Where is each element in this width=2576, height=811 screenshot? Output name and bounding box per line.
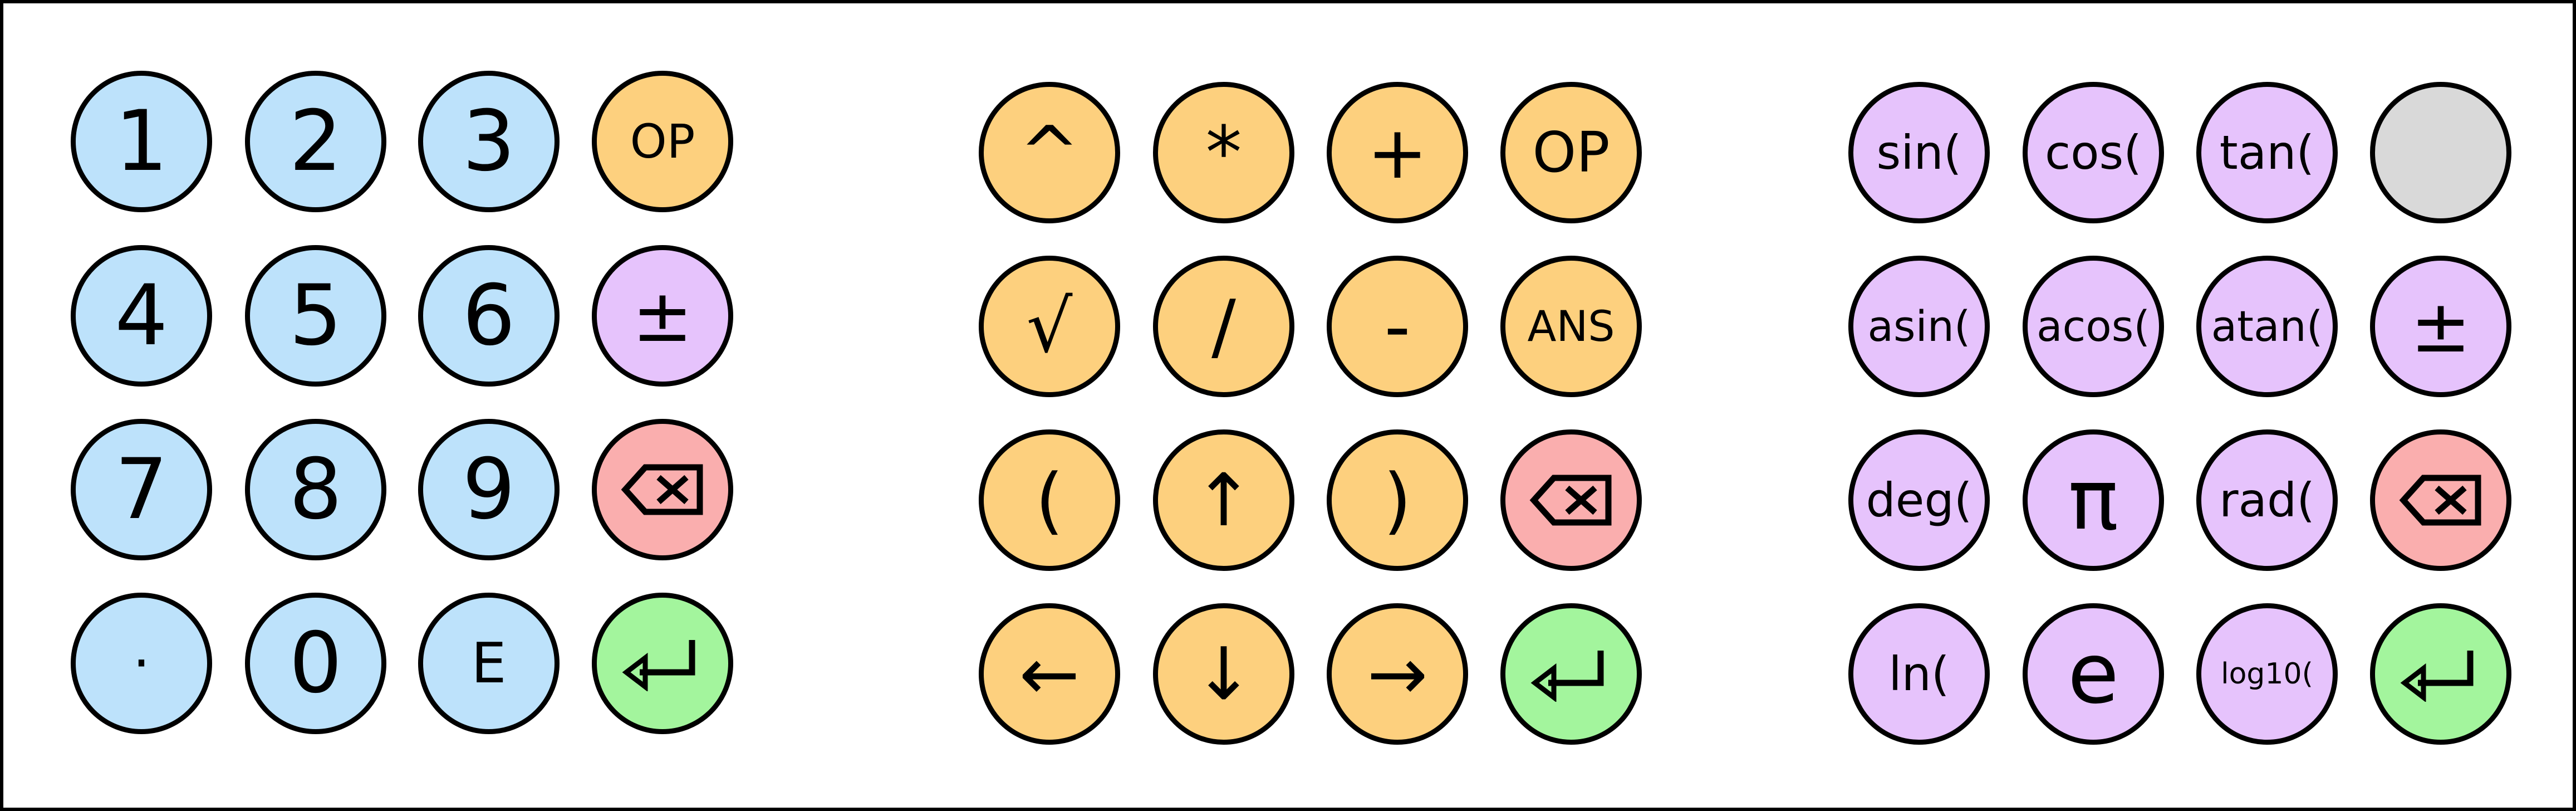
key-label: 5 — [289, 267, 342, 364]
key-label: 7 — [115, 441, 168, 538]
key-2[interactable]: 2 — [245, 71, 386, 212]
key-label: atan( — [2211, 301, 2323, 351]
key-enter[interactable] — [2370, 603, 2511, 745]
key-label: √ — [1026, 284, 1073, 369]
key-label: 8 — [289, 441, 342, 538]
backspace-icon — [2399, 475, 2481, 526]
key-6[interactable]: 6 — [418, 245, 560, 387]
key-5[interactable]: 5 — [245, 245, 386, 387]
key-power[interactable]: ^ — [979, 82, 1120, 223]
key-label: 9 — [462, 441, 516, 538]
key-label: * — [1205, 110, 1242, 195]
key-9[interactable]: 9 — [418, 419, 560, 560]
backspace-icon — [621, 464, 703, 515]
key-cursor-up[interactable]: ↑ — [1153, 429, 1294, 571]
key-subtract[interactable]: - — [1327, 256, 1468, 397]
arrow-left-icon: ← — [1019, 632, 1080, 716]
key-label: · — [133, 631, 150, 696]
key-label: 6 — [462, 267, 516, 364]
key-asin[interactable]: asin( — [1848, 256, 1990, 397]
key-label: 4 — [115, 267, 168, 364]
key-open-paren[interactable]: ( — [979, 429, 1120, 571]
enter-icon — [1530, 651, 1604, 702]
key-label: ± — [632, 273, 693, 358]
key-label: ANS — [1527, 301, 1615, 351]
key-4[interactable]: 4 — [71, 245, 212, 387]
key-e[interactable]: e — [2023, 603, 2164, 745]
key-blank — [2370, 82, 2511, 223]
key-log10[interactable]: log10( — [2196, 603, 2338, 745]
key-sqrt[interactable]: √ — [979, 256, 1120, 397]
key-label: ) — [1383, 458, 1412, 543]
key-pi[interactable]: π — [2023, 429, 2164, 571]
key-label: sin( — [1876, 125, 1962, 180]
key-enter[interactable] — [592, 593, 733, 734]
key-backspace[interactable] — [2370, 429, 2511, 571]
key-label: / — [1211, 284, 1236, 369]
arrow-right-icon: → — [1367, 632, 1428, 716]
key-label: acos( — [2036, 301, 2151, 351]
key-enter[interactable] — [1500, 603, 1642, 745]
key-backspace[interactable] — [1500, 429, 1642, 571]
key-label: π — [2068, 452, 2119, 549]
key-rad[interactable]: rad( — [2196, 429, 2338, 571]
enter-icon — [622, 640, 695, 691]
arrow-up-icon: ↑ — [1193, 458, 1254, 543]
key-exponent[interactable]: E — [418, 593, 560, 734]
key-label: cos( — [2044, 125, 2142, 180]
key-plus-minus[interactable]: ± — [2370, 256, 2511, 397]
key-cursor-right[interactable]: → — [1327, 603, 1468, 745]
key-op[interactable]: OP — [1500, 82, 1642, 223]
key-label: 3 — [462, 93, 516, 190]
key-cos[interactable]: cos( — [2023, 82, 2164, 223]
key-add[interactable]: + — [1327, 82, 1468, 223]
key-plus-minus[interactable]: ± — [592, 245, 733, 387]
key-label: E — [471, 631, 507, 696]
key-3[interactable]: 3 — [418, 71, 560, 212]
key-label: deg( — [1866, 473, 1973, 527]
key-label: rad( — [2219, 473, 2315, 527]
key-label: ( — [1035, 458, 1064, 543]
key-sin[interactable]: sin( — [1848, 82, 1990, 223]
key-tan[interactable]: tan( — [2196, 82, 2338, 223]
key-acos[interactable]: acos( — [2023, 256, 2164, 397]
key-8[interactable]: 8 — [245, 419, 386, 560]
key-label: ln( — [1888, 647, 1950, 701]
key-label: OP — [630, 114, 695, 169]
key-backspace[interactable] — [592, 419, 733, 560]
key-label: - — [1384, 284, 1411, 369]
key-label: tan( — [2219, 125, 2315, 180]
key-label: asin( — [1867, 301, 1971, 351]
key-label: ± — [2410, 284, 2471, 369]
backspace-icon — [1529, 475, 1612, 526]
key-label: log10( — [2221, 657, 2313, 691]
arrow-down-icon: ↓ — [1193, 632, 1254, 716]
key-deg[interactable]: deg( — [1848, 429, 1990, 571]
key-label: 0 — [289, 615, 342, 712]
key-ans[interactable]: ANS — [1500, 256, 1642, 397]
key-cursor-down[interactable]: ↓ — [1153, 603, 1294, 745]
key-label: 2 — [289, 93, 342, 190]
key-close-paren[interactable]: ) — [1327, 429, 1468, 571]
key-multiply[interactable]: * — [1153, 82, 1294, 223]
key-label: ^ — [1019, 110, 1080, 195]
key-7[interactable]: 7 — [71, 419, 212, 560]
key-divide[interactable]: / — [1153, 256, 1294, 397]
key-decimal-point[interactable]: · — [71, 593, 212, 734]
key-op[interactable]: OP — [592, 71, 733, 212]
key-0[interactable]: 0 — [245, 593, 386, 734]
enter-icon — [2400, 651, 2474, 702]
key-atan[interactable]: atan( — [2196, 256, 2338, 397]
key-1[interactable]: 1 — [71, 71, 212, 212]
key-label: 1 — [115, 93, 168, 190]
key-label: OP — [1532, 120, 1610, 185]
key-cursor-left[interactable]: ← — [979, 603, 1120, 745]
key-label: e — [2067, 626, 2119, 722]
key-ln[interactable]: ln( — [1848, 603, 1990, 745]
key-label: + — [1367, 110, 1428, 195]
